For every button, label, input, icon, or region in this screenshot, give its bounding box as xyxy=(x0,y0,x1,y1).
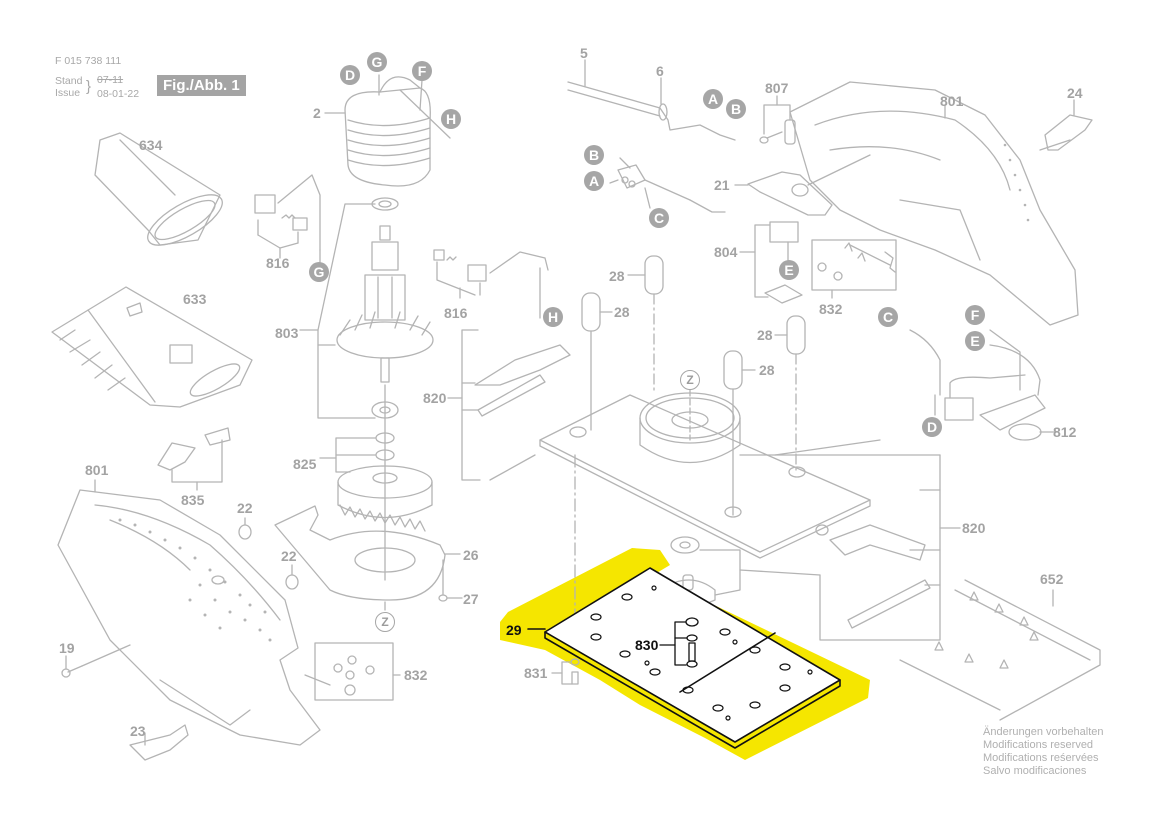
part-816-brush-holder-left xyxy=(254,174,321,263)
connector-marker: C xyxy=(649,208,669,228)
connector-marker: A xyxy=(584,171,604,191)
part-label: 22 xyxy=(281,548,297,564)
notice-line-de: Änderungen vorbehalten xyxy=(983,726,1104,738)
connector-marker: G xyxy=(309,262,329,282)
part-label: 28 xyxy=(614,304,630,320)
connector-marker: H xyxy=(441,109,461,129)
part-26-baffle-plate xyxy=(274,505,463,611)
part-652-frame xyxy=(899,579,1101,721)
issue-label: Issue xyxy=(55,87,81,99)
part-29-base-plate xyxy=(527,567,841,749)
part-820-base-plate xyxy=(539,389,961,641)
notice-line-fr: Modifications reśervées xyxy=(983,752,1099,764)
part-831-screw xyxy=(551,658,580,685)
part-5-6-cable xyxy=(567,59,736,141)
part-21-switch-cover xyxy=(734,154,871,216)
part-label: 835 xyxy=(181,492,205,508)
part-label: 27 xyxy=(463,591,479,607)
figure-badge: Fig./Abb. 1 xyxy=(157,75,246,96)
part-label-highlighted: 830 xyxy=(635,637,659,653)
connector-marker: E xyxy=(779,260,799,280)
part-label: 803 xyxy=(275,325,299,341)
part-label: 24 xyxy=(1067,85,1083,101)
connector-marker: C xyxy=(878,307,898,327)
part-803-armature xyxy=(299,197,434,419)
part-804-switch xyxy=(739,221,803,304)
connector-marker: D xyxy=(922,417,942,437)
part-label: 825 xyxy=(293,456,317,472)
part-19-screw xyxy=(61,644,131,678)
part-label: 807 xyxy=(765,80,789,96)
connector-marker: E xyxy=(965,331,985,351)
part-terminal-block xyxy=(609,157,726,213)
part-label: 28 xyxy=(757,327,773,343)
part-28-tubes xyxy=(581,255,806,516)
part-832-switch-parts-bottom xyxy=(304,642,401,701)
connector-marker: B xyxy=(584,145,604,165)
part-816-brush-holder-right xyxy=(433,249,549,319)
part-label: 26 xyxy=(463,547,479,563)
connector-marker-z: Z xyxy=(375,612,395,632)
connector-marker-z: Z xyxy=(680,370,700,390)
part-22-bushings xyxy=(238,517,299,590)
connector-marker: H xyxy=(543,307,563,327)
part-label: 816 xyxy=(444,305,468,321)
part-label: 801 xyxy=(940,93,964,109)
part-801-housing-top xyxy=(789,81,1079,326)
part-23-clip xyxy=(129,724,189,761)
part-label: 812 xyxy=(1053,424,1077,440)
brace-icon: } xyxy=(86,78,92,95)
part-label: 28 xyxy=(759,362,775,378)
part-825-fan xyxy=(319,384,433,581)
part-634-dust-nozzle xyxy=(94,132,223,246)
part-label: 19 xyxy=(59,640,75,656)
part-2-stator xyxy=(324,74,451,187)
part-label: 832 xyxy=(404,667,428,683)
part-label: 832 xyxy=(819,301,843,317)
part-801-housing-bottom xyxy=(57,479,321,746)
part-label: 633 xyxy=(183,291,207,307)
part-label: 831 xyxy=(524,665,548,681)
connector-marker: B xyxy=(726,99,746,119)
connector-marker: A xyxy=(703,89,723,109)
connector-marker: F xyxy=(965,305,985,325)
notice-line-en: Modifications reserved xyxy=(983,739,1094,751)
part-label: 22 xyxy=(237,500,253,516)
part-label: 21 xyxy=(714,177,730,193)
part-label: 28 xyxy=(609,268,625,284)
connector-marker: F xyxy=(412,61,432,81)
part-label: 816 xyxy=(266,255,290,271)
modifications-notice: Änderungen vorbehalten Modifications res… xyxy=(983,726,1103,778)
part-label: 6 xyxy=(656,63,664,79)
part-label: 5 xyxy=(580,45,588,61)
part-label: 820 xyxy=(423,390,447,406)
part-633-dust-box xyxy=(51,286,253,408)
part-label: 23 xyxy=(130,723,146,739)
part-820-parts-right xyxy=(815,524,941,629)
part-807-strain-relief xyxy=(759,95,796,145)
connector-marker: G xyxy=(367,52,387,72)
old-date-struck: 07-11 xyxy=(97,74,124,86)
document-number: F 015 738 111 xyxy=(55,55,122,67)
part-label: 2 xyxy=(313,105,321,121)
notice-line-es: Salvo modificaciones xyxy=(983,765,1087,777)
part-label: 652 xyxy=(1040,571,1064,587)
part-label: 801 xyxy=(85,462,109,478)
part-24-switch-slide xyxy=(1044,99,1093,151)
part-835-lever xyxy=(157,427,231,491)
part-812-filter xyxy=(909,329,1056,441)
part-832-switch-parts-top xyxy=(811,239,897,299)
part-820-parts-left xyxy=(447,329,571,481)
part-label-highlighted: 29 xyxy=(506,622,522,638)
part-label: 634 xyxy=(139,137,163,153)
part-label: 804 xyxy=(714,244,738,260)
connector-marker: D xyxy=(340,65,360,85)
stand-label: Stand xyxy=(55,75,83,87)
part-label: 820 xyxy=(962,520,986,536)
issue-date: 08-01-22 xyxy=(97,88,140,100)
